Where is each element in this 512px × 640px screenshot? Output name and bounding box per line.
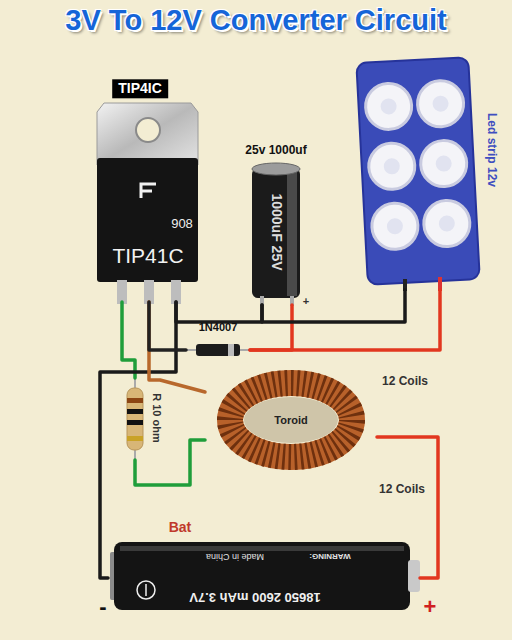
led-chip	[435, 155, 452, 172]
resistor: R 10 ohm	[100, 378, 170, 460]
resistor-band	[127, 420, 143, 425]
led-strip-board	[356, 57, 479, 285]
toroid: Toroid	[205, 362, 377, 478]
led-chip	[432, 95, 449, 112]
led-chip	[380, 98, 397, 115]
part-label: 908	[171, 217, 193, 231]
wire	[135, 440, 205, 485]
led-strip: Led strip 12v	[355, 55, 500, 290]
wire	[377, 437, 438, 578]
toroid-hole	[244, 397, 338, 443]
capacitor: 25v 1000uf 1000uF 25V	[245, 140, 315, 305]
annotation: 12 Coils	[382, 375, 428, 388]
part-label: TIP4IC	[112, 79, 168, 98]
battery: Bat 18650 2600 mAh 3.7V WARNING: Made in Ch…	[108, 518, 420, 618]
capacitor-stripe	[287, 170, 297, 296]
part-label: 1000uF 25V	[268, 193, 283, 270]
wire	[262, 290, 405, 322]
part-label: 25v 1000uf	[245, 144, 306, 157]
battery-highlight	[120, 546, 404, 551]
part-label: 18650 2600 mAh 3.7V	[189, 590, 321, 604]
annotation: 12 Coils	[379, 483, 425, 496]
transistor-tab	[97, 103, 198, 165]
wire	[176, 302, 262, 322]
wire	[250, 290, 440, 350]
toroid-core	[230, 383, 352, 457]
led	[416, 80, 464, 128]
polarity-mark	[145, 584, 147, 596]
capacitor-top	[252, 163, 300, 175]
wire	[122, 302, 135, 378]
annotation: -	[99, 595, 106, 619]
part-label: WARNING:	[309, 552, 350, 561]
wire	[149, 302, 186, 350]
resistor-band	[127, 398, 143, 403]
part-label: 1N4007	[199, 321, 238, 333]
capacitor-body	[252, 168, 300, 298]
diode: 1N4007	[186, 314, 250, 360]
resistor-body	[127, 388, 143, 450]
maker-logo	[141, 184, 156, 198]
diode-body	[196, 344, 240, 356]
led-chip	[387, 218, 404, 235]
led	[364, 82, 412, 130]
part-label: TIP41C	[112, 244, 183, 267]
toroid-coils	[230, 383, 352, 457]
part-label: Bat	[169, 520, 192, 535]
resistor-band	[127, 409, 143, 414]
diode-band	[228, 344, 234, 356]
part-label: Led strip 12v	[484, 113, 497, 187]
battery-body	[114, 542, 410, 610]
polarity-mark	[137, 581, 155, 599]
led	[420, 139, 468, 187]
led-chip	[438, 215, 455, 232]
part-label: Made in China	[206, 551, 264, 561]
title: 3V To 12V Converter Circuit	[0, 4, 512, 37]
led-chip	[383, 158, 400, 175]
led	[371, 202, 419, 250]
wire	[100, 302, 176, 578]
transistor: TIP4IC 908TIP41C	[93, 76, 205, 302]
mounting-hole	[136, 118, 160, 142]
part-label: R 10 ohm	[151, 393, 163, 443]
wire	[250, 305, 292, 350]
part-label: Toroid	[274, 414, 307, 426]
led	[368, 142, 416, 190]
battery-terminal	[408, 560, 420, 592]
annotation: +	[303, 295, 309, 307]
resistor-band	[127, 436, 143, 441]
transistor-body	[97, 158, 198, 282]
annotation: +	[424, 595, 437, 619]
led-board	[356, 57, 479, 285]
led	[423, 199, 471, 247]
